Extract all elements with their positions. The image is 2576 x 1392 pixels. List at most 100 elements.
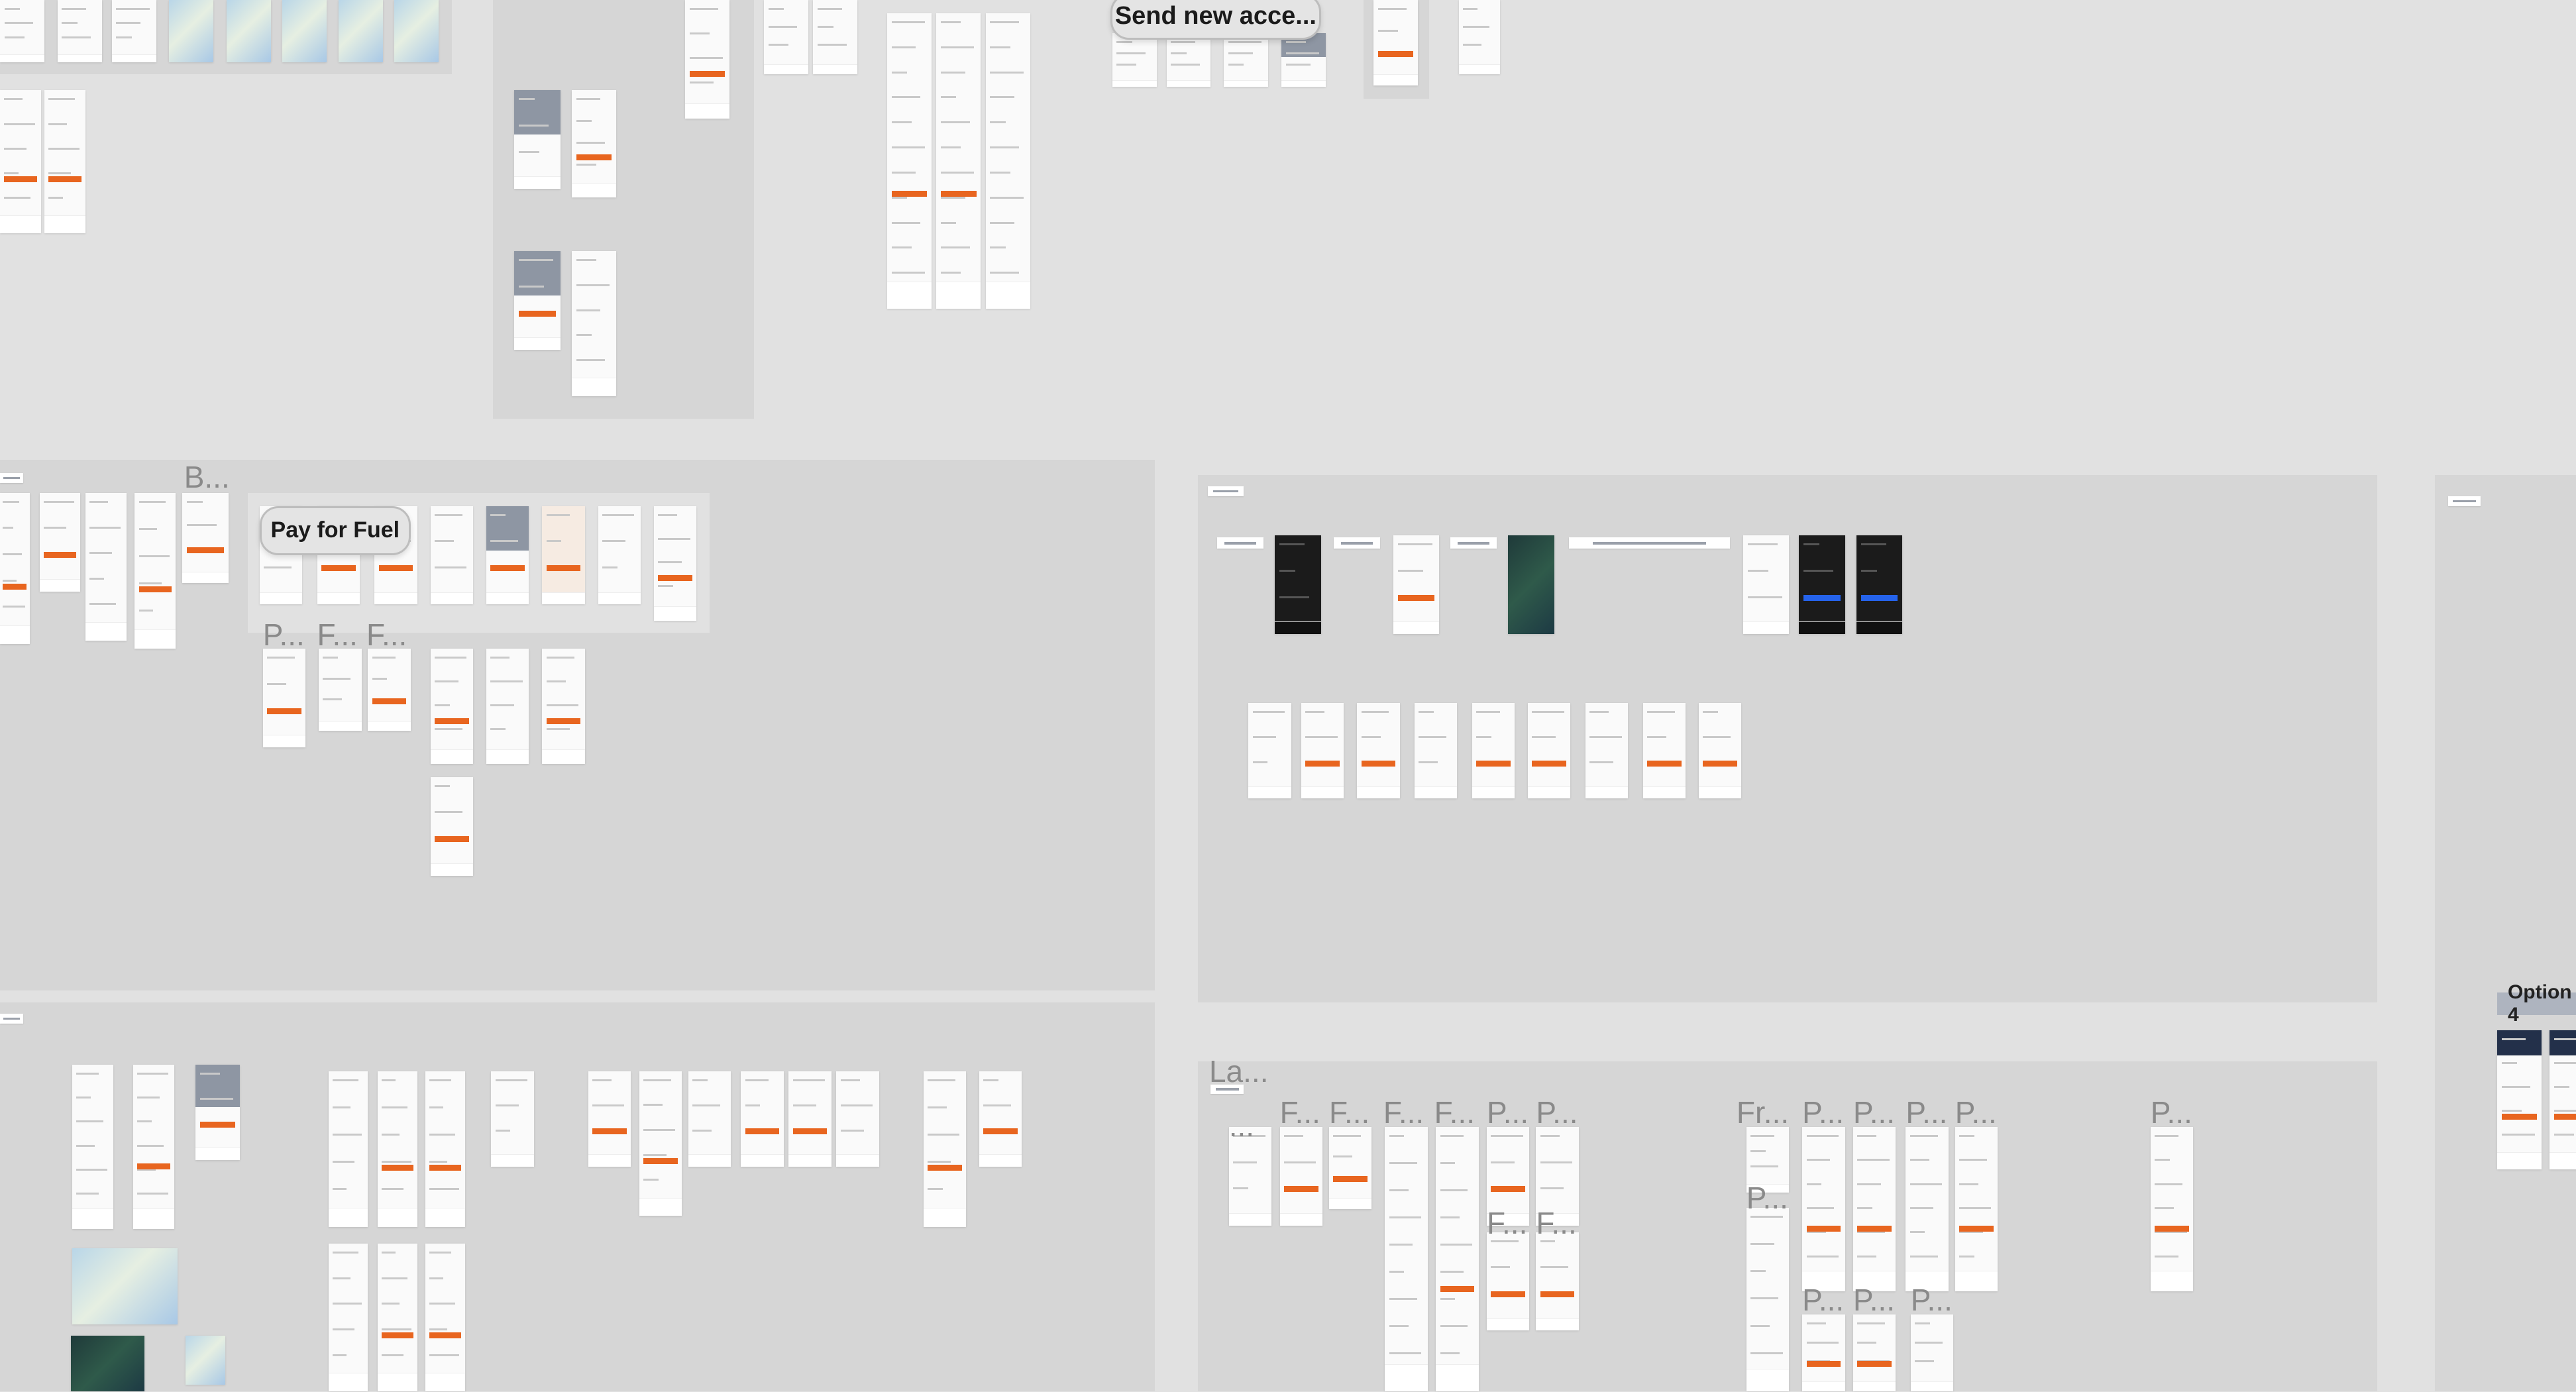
primary-button[interactable]: [490, 564, 525, 571]
screen-frame[interactable]: [1802, 1314, 1845, 1392]
screen-frame[interactable]: [378, 1244, 417, 1392]
screen-frame[interactable]: [133, 1064, 174, 1229]
screen-frame[interactable]: [262, 649, 306, 748]
screen-frame[interactable]: [588, 1071, 631, 1167]
screen-frame[interactable]: [985, 13, 1030, 309]
screen-frame[interactable]: [1585, 703, 1629, 799]
primary-button[interactable]: [1361, 760, 1396, 767]
frame-title-label[interactable]: P...: [1536, 1095, 1578, 1130]
primary-button[interactable]: [1284, 1186, 1318, 1193]
screen-frame[interactable]: [430, 649, 474, 764]
screen-frame[interactable]: [836, 1071, 879, 1167]
primary-button[interactable]: [378, 564, 413, 571]
frame-title-label[interactable]: Fr...: [1736, 1095, 1790, 1130]
map-screen-thumbnail[interactable]: [282, 0, 327, 63]
primary-button[interactable]: [1397, 594, 1435, 601]
primary-button[interactable]: [372, 698, 407, 704]
screen-frame[interactable]: [936, 13, 981, 309]
screen-frame[interactable]: [57, 0, 102, 63]
screen-frame[interactable]: [85, 492, 127, 641]
screen-frame[interactable]: [44, 90, 85, 234]
screen-frame[interactable]: [1799, 535, 1845, 635]
primary-button[interactable]: [321, 564, 356, 571]
primary-button[interactable]: [1806, 1225, 1841, 1232]
screen-frame[interactable]: [319, 649, 362, 731]
primary-button[interactable]: [927, 1165, 962, 1171]
screen-frame[interactable]: [1357, 703, 1400, 799]
primary-button[interactable]: [1532, 760, 1567, 767]
screen-frame[interactable]: [1910, 1314, 1954, 1392]
primary-button[interactable]: [2554, 1114, 2576, 1120]
primary-button[interactable]: [382, 1332, 413, 1338]
screen-frame[interactable]: [1301, 703, 1344, 799]
screen-frame[interactable]: [2496, 1030, 2542, 1170]
label-send-new-access[interactable]: Send new acce...: [1110, 0, 1321, 40]
map-screen-thumbnail[interactable]: [227, 0, 272, 63]
screen-frame[interactable]: [1166, 32, 1211, 87]
section-tag[interactable]: [2447, 496, 2481, 506]
screen-frame[interactable]: [542, 649, 585, 764]
screen-frame[interactable]: [1436, 1127, 1479, 1392]
primary-button[interactable]: [429, 1332, 461, 1338]
primary-button[interactable]: [435, 836, 469, 843]
primary-button[interactable]: [658, 574, 692, 581]
section-group[interactable]: [2434, 474, 2576, 1392]
screen-frame[interactable]: [195, 1064, 240, 1160]
section-tag[interactable]: [0, 473, 23, 483]
screen-frame[interactable]: [2150, 1127, 2194, 1291]
section-tag[interactable]: [1569, 537, 1730, 549]
primary-button[interactable]: [382, 1165, 413, 1171]
section-tag[interactable]: [1217, 537, 1263, 549]
screen-frame[interactable]: [764, 0, 808, 74]
screen-frame[interactable]: [1856, 535, 1903, 635]
screen-frame[interactable]: [328, 1244, 368, 1392]
screen-frame[interactable]: [2549, 1030, 2576, 1170]
primary-button[interactable]: [891, 190, 928, 197]
primary-button[interactable]: [1540, 1291, 1575, 1297]
primary-button[interactable]: [689, 71, 725, 78]
frame-title-label[interactable]: P...: [1905, 1095, 1948, 1130]
primary-button[interactable]: [1806, 1360, 1841, 1367]
primary-button[interactable]: [1959, 1225, 1994, 1232]
map-screen-thumbnail[interactable]: [394, 0, 439, 63]
frame-title-label[interactable]: F...: [1279, 1095, 1320, 1130]
primary-button[interactable]: [745, 1128, 780, 1134]
screen-frame[interactable]: [111, 0, 156, 63]
primary-button[interactable]: [643, 1157, 678, 1164]
frame-title-label[interactable]: F...: [317, 617, 358, 652]
screen-frame[interactable]: [491, 1071, 534, 1167]
screen-frame[interactable]: [886, 13, 932, 309]
primary-button[interactable]: [941, 190, 977, 197]
section-tag[interactable]: [0, 1013, 23, 1024]
screen-frame[interactable]: [1852, 1127, 1896, 1291]
screen-frame[interactable]: [1852, 1314, 1896, 1392]
primary-button[interactable]: [187, 547, 224, 553]
screen-frame[interactable]: [134, 492, 176, 649]
primary-button[interactable]: [576, 154, 612, 161]
screen-frame[interactable]: [1279, 1127, 1323, 1226]
primary-button[interactable]: [1857, 1360, 1892, 1367]
primary-button[interactable]: [1333, 1176, 1368, 1183]
screen-frame[interactable]: [542, 506, 585, 605]
frame-title-label[interactable]: P...: [1910, 1283, 1953, 1318]
screen-frame[interactable]: [0, 492, 30, 644]
screen-frame[interactable]: [182, 492, 229, 584]
primary-button[interactable]: [792, 1128, 828, 1134]
screen-frame[interactable]: [1487, 1127, 1530, 1226]
frame-title-label[interactable]: P...: [1746, 1181, 1788, 1216]
primary-button[interactable]: [519, 310, 556, 317]
primary-button[interactable]: [138, 586, 172, 593]
frame-title-label[interactable]: B...: [184, 459, 230, 494]
screen-frame[interactable]: [684, 0, 729, 119]
screen-frame[interactable]: [1642, 703, 1686, 799]
map-screen-thumbnail[interactable]: [186, 1335, 225, 1385]
screen-frame[interactable]: [514, 90, 561, 189]
screen-frame[interactable]: [1487, 1232, 1530, 1331]
screen-frame[interactable]: [653, 506, 697, 621]
screen-frame[interactable]: [1472, 703, 1515, 799]
primary-button[interactable]: [1860, 594, 1898, 601]
primary-button[interactable]: [267, 708, 301, 714]
frame-title-label[interactable]: F...: [1536, 1205, 1577, 1240]
frame-title-label[interactable]: P...: [262, 617, 305, 652]
primary-button[interactable]: [4, 176, 37, 182]
